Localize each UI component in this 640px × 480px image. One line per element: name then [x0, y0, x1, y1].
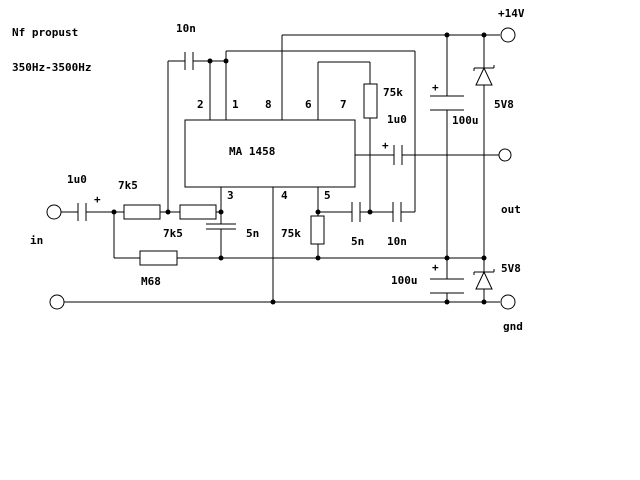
zener-diodes — [473, 65, 495, 290]
ic-pin-2: 2 — [197, 98, 204, 111]
label-75k-bottom: 75k — [281, 227, 301, 240]
terminal-in — [46, 204, 62, 220]
resistors — [123, 83, 378, 266]
resistor-75k-top — [363, 83, 378, 119]
plus-sign-in-cap: + — [94, 193, 101, 206]
label-100u-bottom: 100u — [391, 274, 418, 287]
ic-pin-6: 6 — [305, 98, 312, 111]
label-1u0-in: 1u0 — [67, 173, 87, 186]
ic-pin-5: 5 — [324, 189, 331, 202]
label-gnd: gnd — [503, 320, 523, 333]
label-5v8-top: 5V8 — [494, 98, 514, 111]
label-10n-top: 10n — [176, 22, 196, 35]
plus-sign-100u-bottom: + — [432, 261, 439, 274]
capacitor-10n-right — [392, 202, 402, 222]
plus-sign-100u-top: + — [432, 81, 439, 94]
ic-pin-4: 4 — [281, 189, 288, 202]
label-5n-left: 5n — [246, 227, 259, 240]
label-vcc: +14V — [498, 7, 525, 20]
resistor-m68 — [139, 250, 178, 266]
label-5v8-bottom: 5V8 — [501, 262, 521, 275]
label-100u-top: 100u — [452, 114, 479, 127]
label-1u0-out: 1u0 — [387, 113, 407, 126]
label-7k5-a: 7k5 — [118, 179, 138, 192]
capacitor-5n-right — [351, 202, 361, 222]
terminals — [46, 27, 516, 310]
capacitor-100u-bottom — [430, 278, 464, 294]
subtitle: 350Hz-3500Hz — [12, 61, 91, 74]
label-out: out — [501, 203, 521, 216]
label-75k-top: 75k — [383, 86, 403, 99]
labels: Nf propust 350Hz-3500Hz 10n 1u0 7k5 7k5 … — [12, 7, 525, 333]
ic-pin-3: 3 — [227, 189, 234, 202]
capacitor-100u-top — [430, 95, 464, 111]
label-5n-right: 5n — [351, 235, 364, 248]
junction-dots — [111, 32, 487, 305]
ic-ma1458: MA 1458 2 1 8 6 7 3 4 5 — [184, 98, 356, 202]
ic-pin-1: 1 — [232, 98, 239, 111]
label-in: in — [30, 234, 43, 247]
terminal-gnd — [500, 294, 516, 310]
label-7k5-b: 7k5 — [163, 227, 183, 240]
terminal-vcc — [500, 27, 516, 43]
terminal-gnd-left — [49, 294, 65, 310]
terminal-out — [498, 148, 512, 162]
resistor-7k5-b — [179, 204, 217, 220]
capacitor-10n-top — [184, 52, 194, 70]
label-10n-right: 10n — [387, 235, 407, 248]
resistor-75k-bottom — [310, 215, 325, 245]
label-m68: M68 — [141, 275, 161, 288]
capacitor-5n-left — [206, 223, 236, 230]
title: Nf propust — [12, 26, 78, 39]
capacitor-1u0-in — [77, 203, 87, 221]
resistor-7k5-a — [123, 204, 161, 220]
ic-body — [184, 119, 356, 188]
capacitors — [77, 52, 464, 294]
zener-5v8-bottom — [473, 269, 495, 290]
ic-pin-7: 7 — [340, 98, 347, 111]
ic-label: MA 1458 — [229, 145, 275, 158]
capacitor-1u0-out — [393, 145, 403, 165]
ic-pin-8: 8 — [265, 98, 272, 111]
zener-5v8-top — [473, 65, 495, 86]
plus-sign-out-cap: + — [382, 139, 389, 152]
